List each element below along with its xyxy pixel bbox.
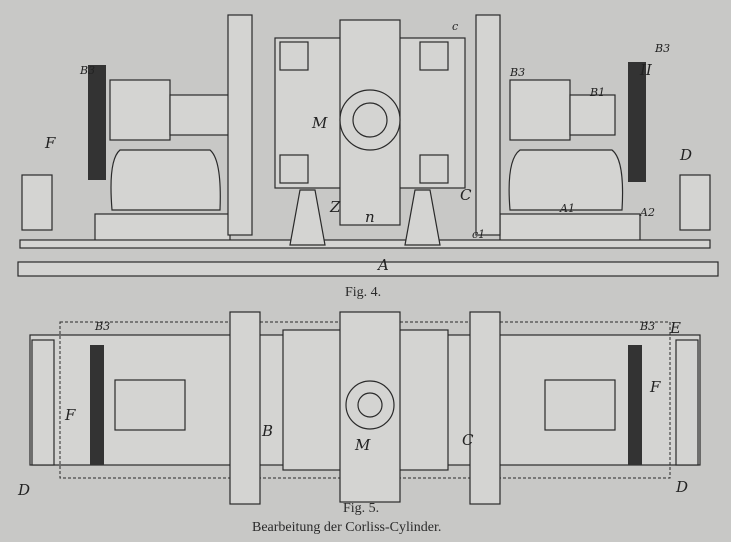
left-support [110, 149, 221, 211]
label-B3-plan-right: B3 [639, 320, 655, 333]
right-spindle [569, 94, 616, 136]
fig4-elevation: M II A A1 A2 n Z C c c1 B3 B3 B3 B1 F D [17, 14, 719, 277]
label-D: D [679, 146, 692, 164]
left-spindle [169, 94, 231, 136]
right-faceplate-plan [469, 311, 501, 505]
label-A1: A1 [559, 202, 575, 215]
right-head [509, 79, 571, 141]
figure-title: Bearbeitung der Corliss-Cylinder. [252, 520, 442, 535]
left-head [109, 79, 171, 141]
label-B3-right: B3 [509, 66, 525, 79]
label-F: F [44, 134, 56, 152]
fig5-plan: M B3 B3 E F F D D C B [17, 311, 701, 505]
right-stand [404, 189, 441, 246]
fig5-caption: Fig. 5. [343, 501, 380, 516]
label-A: A [376, 256, 389, 274]
label-C-plan: C [462, 431, 474, 449]
label-D-plan-left: D [17, 481, 30, 499]
right-faceplate [475, 14, 501, 236]
label-B1: B1 [589, 86, 605, 99]
label-C: C [460, 186, 472, 204]
label-F-plan-left: F [64, 406, 76, 424]
label-n: n [365, 208, 375, 226]
right-gear [628, 62, 646, 182]
label-B3-left: B3 [79, 64, 95, 77]
right-support [508, 149, 624, 211]
label-M: M [311, 114, 328, 132]
left-faceplate [227, 14, 253, 236]
label-c: c [452, 20, 458, 33]
base-bed [17, 261, 719, 277]
fig4-caption: Fig. 4. [345, 285, 382, 300]
label-II: II [639, 61, 653, 79]
label-B-plan: B [261, 422, 273, 440]
label-B3-plan-left: B3 [94, 320, 110, 333]
label-F-plan-right: F [649, 378, 661, 396]
label-B3-far-right: B3 [654, 42, 670, 55]
label-Z: Z [329, 198, 341, 216]
label-E: E [669, 319, 681, 337]
bed-rail [19, 239, 711, 249]
left-gear [88, 65, 106, 180]
label-M-plan: M [354, 436, 371, 454]
left-stand [289, 189, 326, 246]
label-D-plan-right: D [675, 478, 688, 496]
left-faceplate-plan [229, 311, 261, 505]
label-c1: c1 [472, 228, 485, 241]
label-A2: A2 [639, 206, 655, 219]
